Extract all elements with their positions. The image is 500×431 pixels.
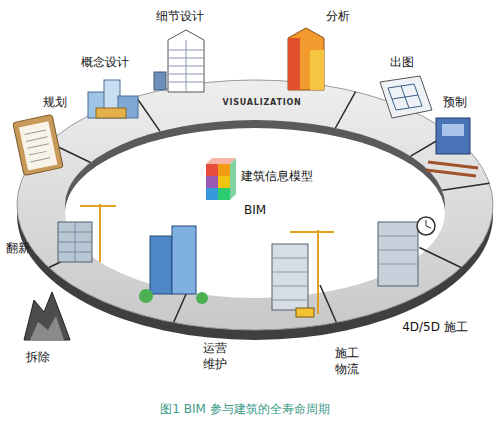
- glass-tower: [172, 226, 196, 294]
- rubble: [24, 292, 70, 340]
- detail-tower-icon: [154, 30, 204, 92]
- stage-label: 出图: [390, 54, 414, 70]
- building: [378, 222, 418, 286]
- building: [58, 222, 92, 262]
- clipboard: [13, 114, 63, 175]
- divider: [320, 285, 336, 323]
- scaffold: [58, 222, 92, 262]
- operations-icon: [139, 226, 208, 304]
- tower: [288, 28, 324, 90]
- glass-tower: [150, 236, 172, 294]
- logistics-icon: [272, 230, 334, 317]
- stage-label: 施工 物流: [334, 345, 359, 377]
- crane: [290, 230, 334, 314]
- clipboard-lines: [25, 130, 52, 162]
- clock-hand: [426, 220, 427, 226]
- divider: [420, 248, 462, 268]
- truck: [296, 308, 314, 317]
- prefab-machine-icon: [426, 118, 478, 176]
- renovation-icon: [58, 204, 116, 262]
- stage-label: 概念设计: [81, 54, 129, 70]
- cube: [206, 164, 218, 176]
- demolition-icon: [24, 292, 70, 340]
- ring-dividers: [49, 92, 489, 323]
- stage-label: 分析: [326, 8, 350, 24]
- stage-label: 翻新: [6, 240, 30, 256]
- bim-cube-icon: [206, 158, 236, 200]
- frame: [272, 244, 308, 310]
- cube-side: [230, 158, 236, 200]
- tower: [168, 30, 204, 92]
- ring-label: VISUALIZATION: [222, 98, 301, 109]
- stage-label: 规划: [43, 94, 67, 110]
- stage-label: 运营 维护: [202, 340, 227, 372]
- tree: [139, 289, 153, 303]
- tree: [196, 292, 208, 304]
- stage-label: 拆除: [26, 349, 50, 365]
- divider: [335, 92, 355, 128]
- ring-band: [17, 80, 493, 330]
- machine: [436, 118, 470, 154]
- stage-label: BIM: [244, 202, 266, 218]
- divider: [136, 97, 160, 132]
- stage-label: 细节设计: [156, 8, 204, 24]
- tower-heat: [310, 50, 324, 90]
- divider: [442, 183, 489, 190]
- cube: [218, 176, 230, 188]
- tower-heat: [288, 38, 300, 90]
- stage-label: 4D/5D 施工: [402, 319, 468, 335]
- frame-floors: [272, 258, 308, 300]
- cube: [206, 188, 218, 200]
- stage-label: 预制: [443, 94, 467, 110]
- tower-floors: [168, 40, 204, 92]
- annex: [154, 72, 166, 90]
- analysis-tower-icon: [288, 28, 324, 90]
- block: [96, 108, 126, 118]
- sheet: [380, 76, 432, 118]
- ring-center: [65, 128, 445, 298]
- beams: [426, 162, 478, 176]
- building-floors: [378, 236, 418, 264]
- construction-4d-icon: [378, 217, 435, 286]
- cube: [218, 164, 230, 176]
- clock-hand: [426, 226, 431, 228]
- machine-window: [442, 124, 464, 136]
- clipboard-icon: [13, 114, 63, 175]
- stage-label: 建筑信息模型: [241, 168, 313, 184]
- clock: [417, 217, 435, 235]
- rubble: [30, 316, 64, 340]
- crane: [80, 204, 116, 262]
- clipboard-paper: [19, 121, 57, 170]
- cube: [218, 188, 230, 200]
- figure-caption: 图1 BIM 参与建筑的全寿命周期: [160, 401, 329, 417]
- sheet-plan: [388, 84, 422, 110]
- drawing-sheet-icon: [380, 76, 432, 118]
- cube: [206, 176, 218, 188]
- concept-model-icon: [88, 80, 138, 118]
